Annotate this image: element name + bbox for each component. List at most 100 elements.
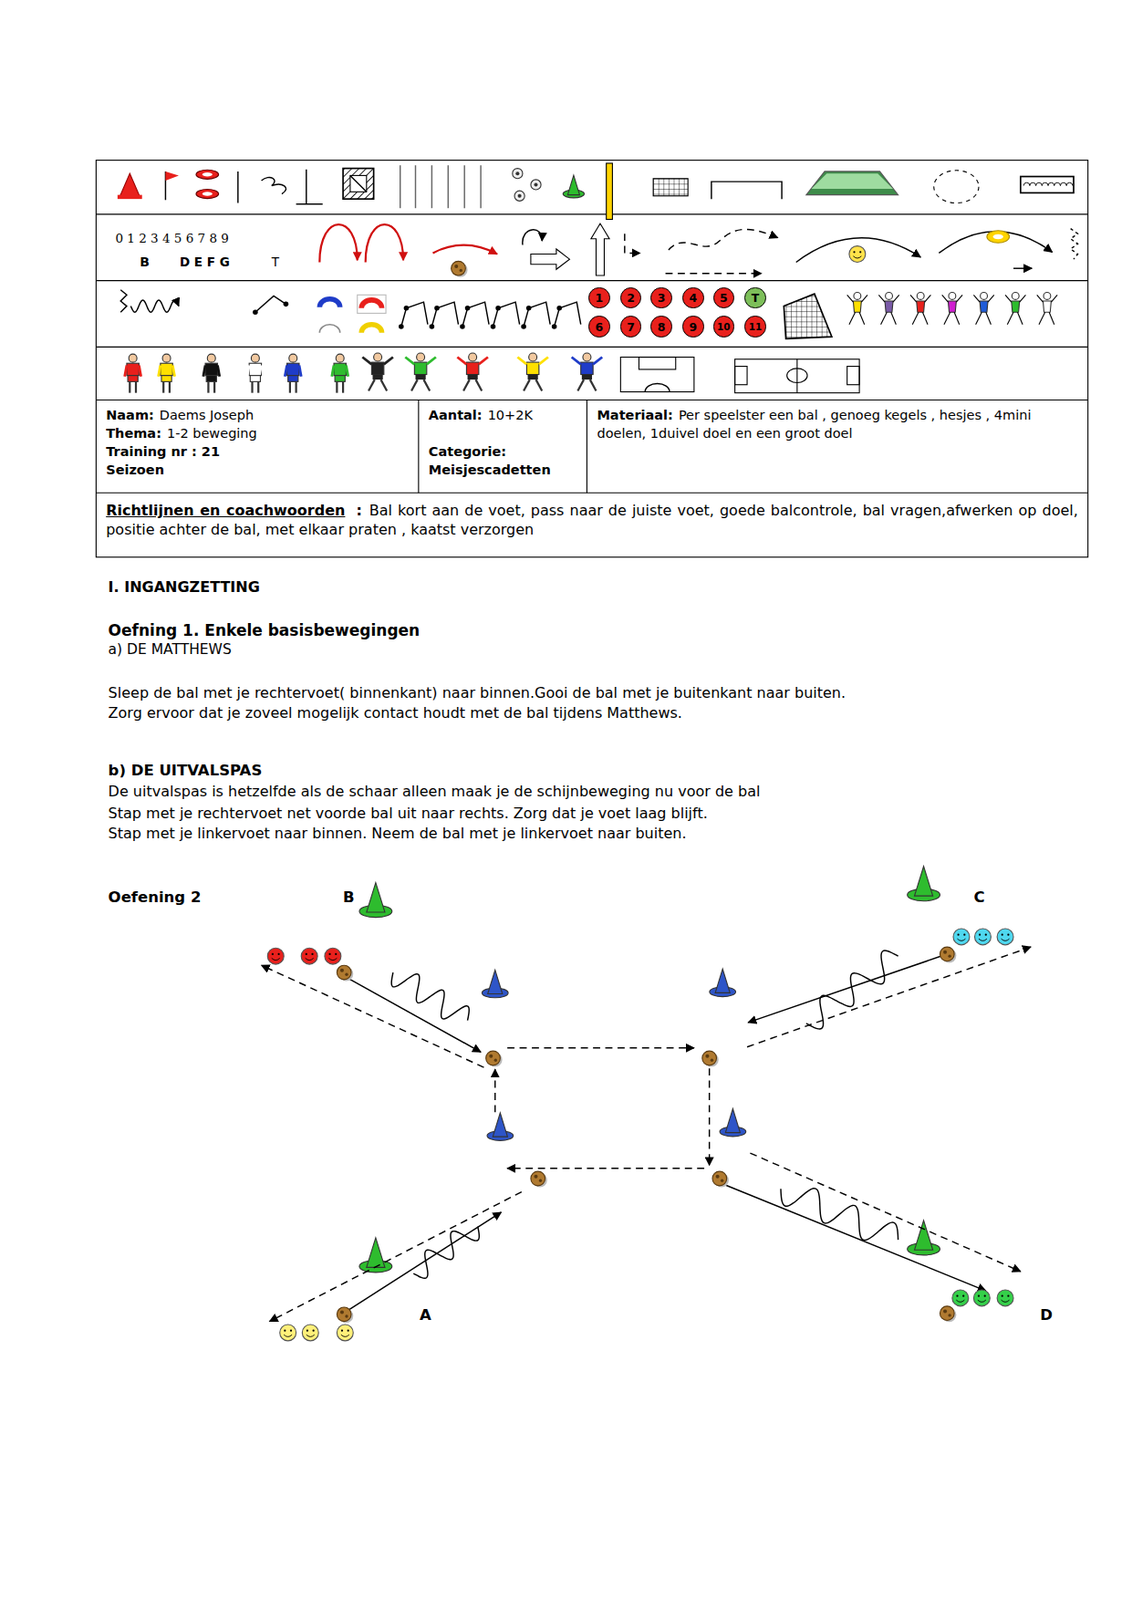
cone — [725, 1108, 740, 1132]
smiley-mouth — [956, 938, 966, 941]
pole-line — [399, 165, 401, 208]
ball-patch — [705, 1054, 709, 1059]
figure-leg — [976, 311, 983, 324]
smiley-eye — [978, 934, 981, 936]
figure-shirt — [979, 301, 988, 312]
circle-number: T — [751, 290, 760, 305]
disc-symbol — [196, 189, 219, 199]
cone — [715, 968, 730, 993]
keeper-arm — [426, 357, 437, 365]
pole-line — [463, 165, 465, 208]
field-label: Naam: — [105, 407, 155, 423]
pass-line — [749, 1152, 1020, 1272]
smiley-mouth — [955, 1299, 965, 1302]
keeper-head — [582, 353, 592, 362]
circle-number: 6 — [595, 320, 604, 334]
dribble-line — [348, 1212, 502, 1310]
player-leg — [207, 381, 209, 393]
hurdle-dot — [520, 323, 527, 330]
keeper-shirt — [466, 362, 478, 374]
ball-patch — [947, 1313, 951, 1317]
figure-shirt — [852, 301, 862, 312]
ball-patch — [488, 1054, 493, 1059]
player-head — [289, 353, 298, 363]
field-label: Materiaal: — [596, 407, 673, 423]
player-arm — [261, 364, 264, 376]
figure-arm — [1019, 294, 1027, 302]
ball-patch — [344, 973, 348, 977]
hollow-arrow — [530, 249, 571, 270]
player-head — [128, 353, 137, 363]
table-rule — [95, 492, 1088, 494]
document-text: a) DE MATTHEWS — [108, 641, 232, 659]
pole-line — [479, 165, 481, 208]
player-arm — [172, 364, 175, 376]
hurdle-dot — [459, 323, 466, 330]
hurdle-chain — [493, 301, 520, 327]
ball-patch — [344, 1314, 348, 1318]
symbol-label: T — [271, 254, 280, 270]
net-arc — [1066, 182, 1073, 186]
keeper-shirt — [526, 362, 539, 374]
keeper-shirt — [371, 362, 384, 374]
keeper-arm — [405, 357, 415, 365]
hurdle-chain — [431, 301, 458, 327]
player-leg — [295, 381, 298, 393]
smiley-eye — [984, 1295, 987, 1298]
smiley-eye — [956, 934, 959, 936]
ball — [939, 946, 955, 962]
figure-leg — [944, 311, 951, 324]
smiley-eye — [1001, 934, 1004, 936]
hurdle-chain — [554, 301, 582, 327]
figure-arm — [893, 294, 900, 302]
ball-patch — [710, 1059, 714, 1062]
player-leg — [128, 381, 131, 393]
circle-number: 11 — [748, 321, 763, 333]
hurdle-dot — [429, 323, 436, 330]
hurdle-dot — [252, 310, 259, 316]
keeper-shorts — [373, 374, 384, 381]
figure-arm — [1050, 294, 1058, 302]
smiley-eye — [963, 934, 966, 936]
pass-line — [747, 946, 1031, 1048]
player-number-circle: 10 — [713, 315, 735, 337]
big-goal-symbol — [1020, 176, 1074, 194]
figure-leg — [954, 311, 960, 324]
dribble-wave — [780, 1188, 899, 1241]
player-smiley — [301, 1324, 319, 1341]
hatched-square-diagonal — [350, 175, 367, 192]
field-label: Thema: — [105, 425, 162, 441]
symbol-label: D E F G — [179, 254, 230, 270]
penalty-area — [847, 366, 860, 385]
curve-arrow — [433, 245, 498, 255]
info-cell: Materiaal:Per speelster een bal , genoeg… — [586, 400, 1088, 494]
player-shirt — [205, 363, 218, 375]
disc-symbol — [196, 169, 219, 179]
ball-patch — [943, 1308, 947, 1313]
keeper-leg — [423, 379, 430, 391]
player-smiley — [975, 928, 992, 946]
figure-leg — [1048, 311, 1055, 324]
smiley-mouth — [341, 1334, 350, 1337]
player-smiley — [996, 1289, 1014, 1307]
figure-arm — [987, 294, 995, 302]
figure-shirt — [1011, 301, 1020, 312]
figure-arm — [1037, 294, 1044, 302]
smiley-mouth — [271, 957, 281, 960]
dribble-line — [342, 975, 481, 1052]
document-text: Stap met je rechtervoet net voorde bal u… — [108, 804, 708, 822]
cell-line: Seizoen — [105, 460, 409, 479]
curl-symbol — [261, 176, 287, 194]
hurdle-dot — [495, 305, 501, 312]
keeper-arm — [478, 357, 489, 365]
player-arm — [332, 364, 334, 376]
ball-symbol-patch — [515, 171, 520, 176]
player-smiley — [301, 947, 318, 965]
group-letter: A — [419, 1306, 432, 1325]
line-symbol — [237, 171, 239, 204]
turn-arrow — [522, 229, 542, 246]
ball — [702, 1050, 717, 1066]
player-arm — [217, 364, 219, 376]
figure-arm — [910, 294, 917, 302]
